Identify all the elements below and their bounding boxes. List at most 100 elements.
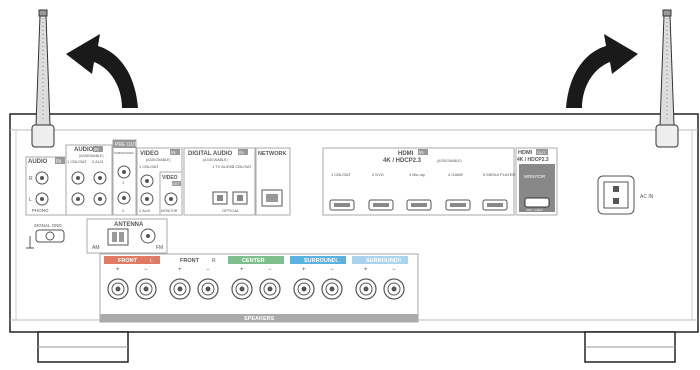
speaker-group-label: FRONT bbox=[118, 258, 138, 264]
hdmi-in-port-label-4: 4 GAME bbox=[448, 172, 463, 177]
svg-text:1: 1 bbox=[122, 180, 125, 185]
svg-text:MONITOR: MONITOR bbox=[524, 174, 546, 179]
svg-text:IN: IN bbox=[239, 150, 244, 155]
svg-text:IN: IN bbox=[171, 150, 176, 155]
svg-text:SUBWOOFER: SUBWOOFER bbox=[114, 151, 135, 155]
svg-text:MONITOR: MONITOR bbox=[161, 209, 178, 213]
speaker-group-label: SURROUND bbox=[366, 258, 398, 264]
left-antenna bbox=[31, 9, 55, 148]
svg-text:VIDEO: VIDEO bbox=[140, 151, 159, 157]
minus-icon: − bbox=[206, 267, 210, 273]
label-r: R bbox=[29, 176, 33, 182]
svg-text:4K / HDCP2.3: 4K / HDCP2.3 bbox=[517, 157, 549, 163]
speaker-label-bg bbox=[290, 256, 346, 264]
audio-in-phono-section: AUDIO IN R L PHONO bbox=[25, 156, 67, 216]
terminal-hole bbox=[363, 286, 369, 292]
terminal-hole bbox=[391, 286, 397, 292]
plus-icon: + bbox=[240, 267, 244, 273]
hdmi-in-port-label-3: 3 Blu-ray bbox=[409, 172, 425, 177]
hdmi-in-port-label-5: 5 MEDIA PLAYER bbox=[483, 172, 515, 177]
svg-text:(ASSIGNABLE): (ASSIGNABLE) bbox=[203, 158, 228, 162]
phono-label: PHONO bbox=[32, 208, 49, 213]
svg-text:(ASSIGNABLE): (ASSIGNABLE) bbox=[146, 158, 171, 162]
video-section: VIDEO IN (ASSIGNABLE) 1 CBL/SAT 2 AUX VI… bbox=[136, 147, 183, 216]
svg-text:ANTENNA: ANTENNA bbox=[114, 222, 144, 228]
terminal-hole bbox=[143, 286, 149, 292]
svg-text:IN: IN bbox=[94, 147, 99, 152]
minus-icon: − bbox=[268, 267, 272, 273]
svg-text:4K / HDCP2.3: 4K / HDCP2.3 bbox=[383, 158, 422, 164]
svg-text:IN: IN bbox=[56, 159, 61, 165]
svg-text:(ASSIGNABLE): (ASSIGNABLE) bbox=[79, 154, 104, 158]
hdmi-in-port-label-1: 1 CBL/SAT bbox=[331, 172, 351, 177]
terminal-hole bbox=[329, 286, 335, 292]
speaker-side-label: R bbox=[398, 258, 402, 264]
minus-icon: − bbox=[330, 267, 334, 273]
audio-in-assignable-section: AUDIO IN (ASSIGNABLE) 1 CBL/SAT 2 AUX bbox=[65, 144, 113, 216]
signal-gnd-section: SIGNAL GND bbox=[26, 223, 65, 249]
audio-in-title: AUDIO bbox=[28, 159, 48, 165]
right-antenna bbox=[655, 9, 679, 148]
svg-text:2: 2 bbox=[122, 208, 125, 213]
svg-text:NETWORK: NETWORK bbox=[258, 151, 286, 157]
speaker-side-label: L bbox=[336, 258, 339, 264]
speaker-label-bg bbox=[228, 256, 284, 264]
hdmi-in-section: HDMI IN 4K / HDCP2.3 (ASSIGNABLE) 1 CBL/… bbox=[322, 147, 515, 216]
svg-text:PRE OUT: PRE OUT bbox=[115, 142, 137, 148]
svg-text:HDMI: HDMI bbox=[518, 150, 533, 156]
label-l: L bbox=[29, 197, 32, 203]
svg-text:2 AUX: 2 AUX bbox=[139, 208, 151, 213]
svg-text:OUT: OUT bbox=[172, 182, 180, 186]
svg-text:1 CBL/SAT: 1 CBL/SAT bbox=[139, 164, 159, 169]
right-foot bbox=[584, 331, 676, 363]
speaker-group-label: CENTER bbox=[242, 258, 265, 264]
svg-text:AUDIO: AUDIO bbox=[74, 147, 94, 153]
speaker-side-label: L bbox=[150, 258, 153, 264]
minus-icon: − bbox=[144, 267, 148, 273]
network-section: NETWORK bbox=[255, 147, 291, 216]
svg-text:1 CBL/SAT: 1 CBL/SAT bbox=[67, 159, 87, 164]
svg-text:IN: IN bbox=[419, 150, 424, 155]
svg-text:HDMI: HDMI bbox=[398, 151, 414, 157]
terminal-hole bbox=[205, 286, 211, 292]
minus-icon: − bbox=[392, 267, 396, 273]
svg-text:FM: FM bbox=[156, 245, 163, 251]
hdmi-in-port-label-2: 2 DVD bbox=[372, 172, 384, 177]
ac-in-section: AC IN bbox=[597, 175, 654, 215]
svg-text:2 AUX: 2 AUX bbox=[92, 159, 104, 164]
speaker-label-bg bbox=[352, 256, 408, 264]
speaker-side-label: R bbox=[212, 258, 216, 264]
digital-audio-section: DIGITAL AUDIO IN (ASSIGNABLE) 1 TV AUDIO… bbox=[183, 147, 256, 216]
plus-icon: + bbox=[302, 267, 306, 273]
svg-text:DIGITAL AUDIO: DIGITAL AUDIO bbox=[188, 151, 233, 157]
speaker-label-bg bbox=[104, 256, 160, 264]
svg-text:ARC / eARC: ARC / eARC bbox=[526, 208, 544, 212]
terminal-hole bbox=[267, 286, 273, 292]
svg-text:SPEAKERS: SPEAKERS bbox=[244, 316, 275, 322]
terminal-hole bbox=[115, 286, 121, 292]
pre-out-section: PRE OUT SUBWOOFER 1 2 bbox=[112, 139, 137, 216]
hdmi-out-section: HDMI OUT 4K / HDCP2.3 MONITOR ARC / eARC bbox=[515, 147, 558, 216]
svg-text:OUT: OUT bbox=[537, 150, 546, 155]
hdmi-out-port[interactable] bbox=[524, 197, 550, 208]
left-foot bbox=[37, 331, 129, 363]
svg-text:VIDEO: VIDEO bbox=[162, 175, 178, 181]
plus-icon: + bbox=[116, 267, 120, 273]
plus-icon: + bbox=[178, 267, 182, 273]
svg-text:SIGNAL GND: SIGNAL GND bbox=[34, 223, 62, 228]
plus-icon: + bbox=[364, 267, 368, 273]
svg-text:OPTICAL: OPTICAL bbox=[222, 208, 240, 213]
speaker-group-label: SURROUND bbox=[304, 258, 336, 264]
svg-text:2 CBL/SAT: 2 CBL/SAT bbox=[232, 164, 252, 169]
terminal-hole bbox=[239, 286, 245, 292]
right-rotate-arrow-icon bbox=[566, 34, 638, 108]
antenna-section: ANTENNA AM FM bbox=[86, 218, 168, 254]
svg-text:1 TV AUDIO: 1 TV AUDIO bbox=[212, 164, 234, 169]
left-rotate-arrow-icon bbox=[66, 34, 138, 108]
svg-text:(ASSIGNABLE): (ASSIGNABLE) bbox=[437, 159, 462, 163]
terminal-hole bbox=[177, 286, 183, 292]
am-antenna-terminal[interactable] bbox=[107, 228, 129, 246]
svg-text:AM: AM bbox=[92, 245, 100, 251]
